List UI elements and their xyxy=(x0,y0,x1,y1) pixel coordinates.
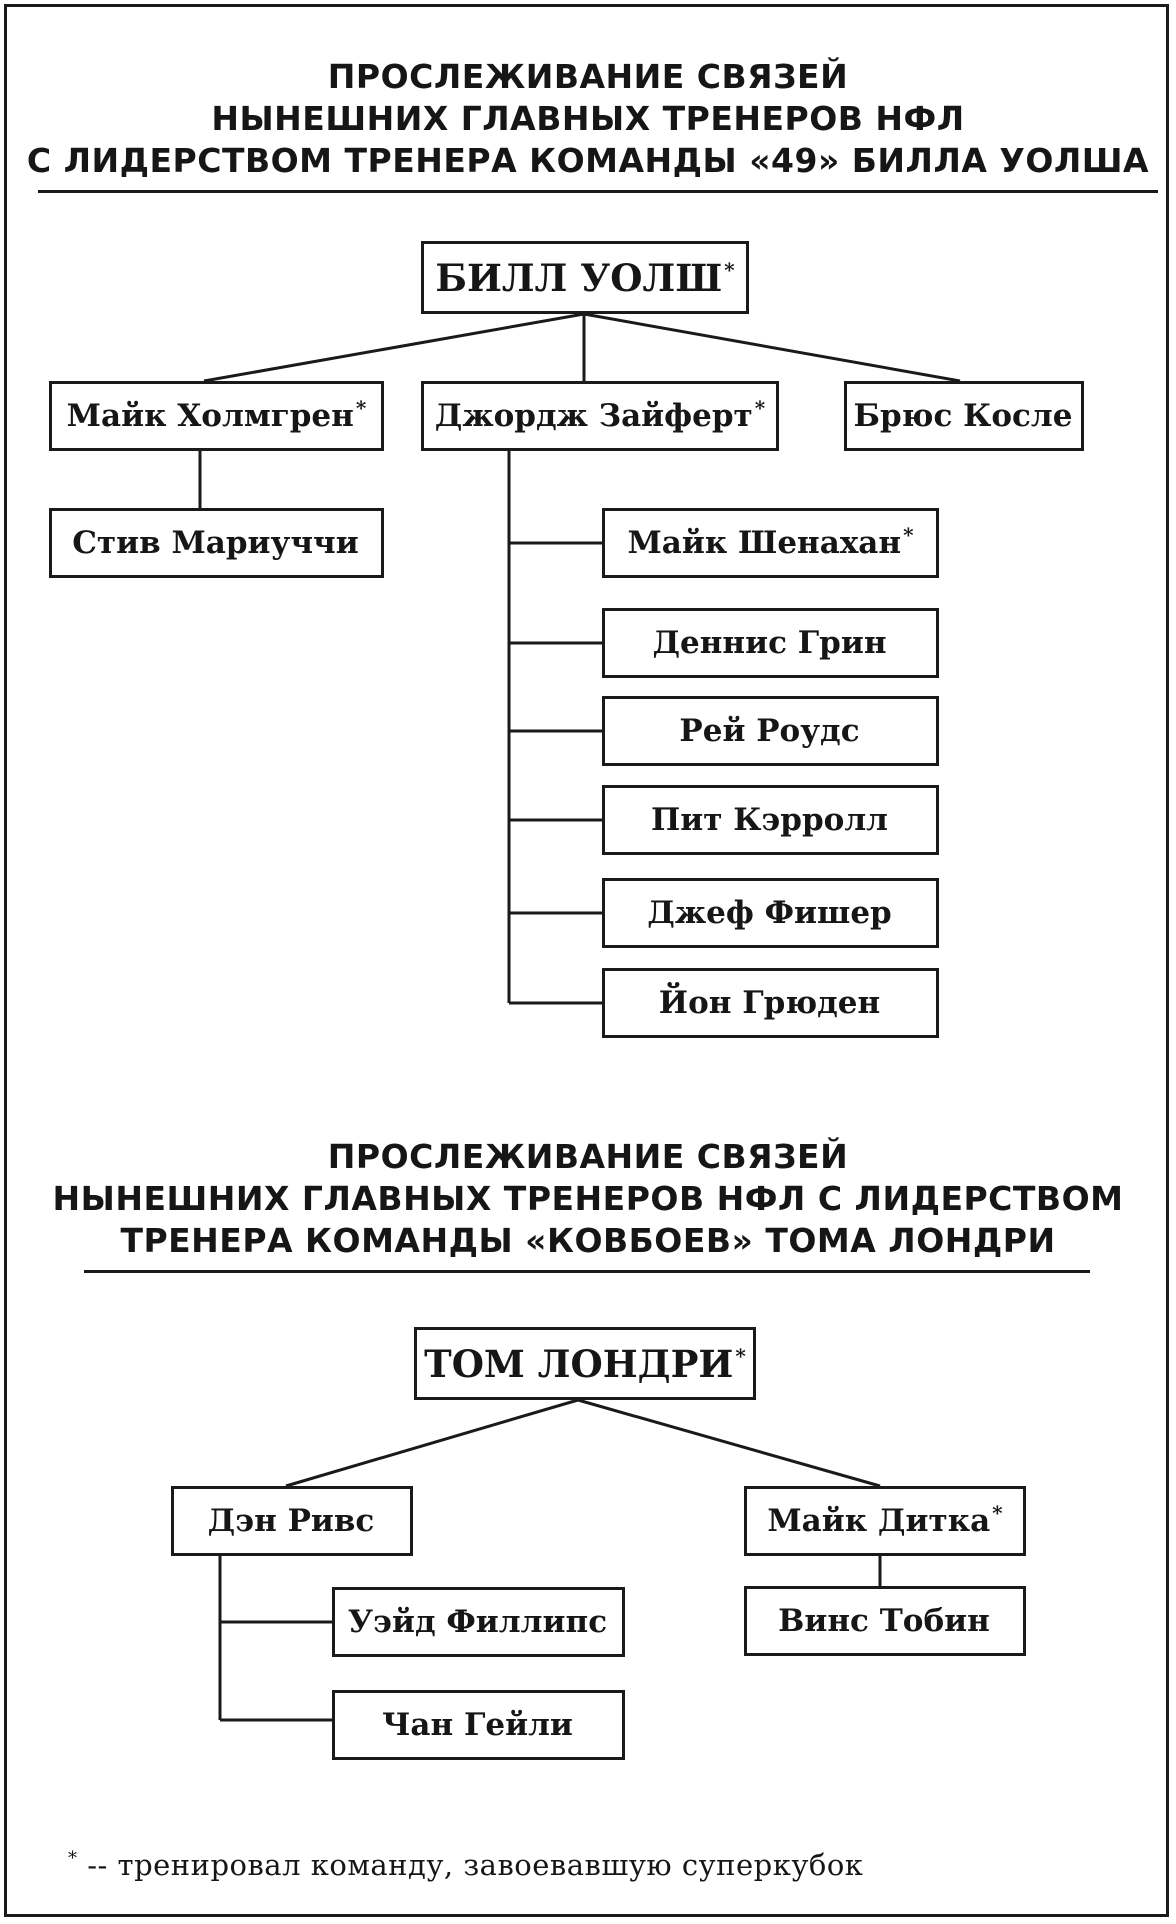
connector-landry-reeves xyxy=(285,1398,579,1488)
node-jeff-fisher: Джеф Фишер xyxy=(602,878,939,948)
title-line: ПРОСЛЕЖИВАНИЕ СВЯЗЕЙ xyxy=(327,1137,849,1176)
super-bowl-marker: * xyxy=(992,1501,1003,1525)
footnote: * -- тренировал команду, завоевавшую суп… xyxy=(68,1848,863,1882)
node-steve-mariucci: Стив Мариуччи xyxy=(49,508,384,578)
title-line: ТРЕНЕРА КОМАНДЫ «КОВБОЕВ» ТОМА ЛОНДРИ xyxy=(120,1221,1056,1260)
node-label: Дэн Ривс xyxy=(207,1503,375,1539)
node-bill-walsh: БИЛЛ УОЛШ* xyxy=(421,241,749,314)
title-line: ПРОСЛЕЖИВАНИЕ СВЯЗЕЙ xyxy=(327,57,849,96)
super-bowl-marker: * xyxy=(735,1343,746,1368)
node-mike-shanahan: Майк Шенахан* xyxy=(602,508,939,578)
node-vince-tobin: Винс Тобин xyxy=(744,1586,1026,1656)
node-label: Чан Гейли xyxy=(382,1707,573,1743)
node-label: Майк Холмгрен xyxy=(66,398,354,434)
node-dennis-green: Деннис Грин xyxy=(602,608,939,678)
node-mike-ditka: Майк Дитка* xyxy=(744,1486,1026,1556)
node-tom-landry: ТОМ ЛОНДРИ* xyxy=(414,1327,756,1400)
node-label: Йон Грюден xyxy=(658,985,881,1021)
node-wade-phillips: Уэйд Филлипс xyxy=(332,1587,625,1657)
node-label: Стив Мариуччи xyxy=(72,525,359,561)
super-bowl-marker: * xyxy=(903,523,914,547)
title-line: НЫНЕШНИХ ГЛАВНЫХ ТРЕНЕРОВ НФЛ xyxy=(211,99,965,138)
node-mike-holmgren: Майк Холмгрен* xyxy=(49,381,384,451)
node-label: Майк Шенахан xyxy=(627,525,902,561)
node-label: ТОМ ЛОНДРИ xyxy=(424,1341,734,1386)
node-label: Джордж Зайферт xyxy=(434,398,753,434)
walsh-tree-title: ПРОСЛЕЖИВАНИЕ СВЯЗЕЙ НЫНЕШНИХ ГЛАВНЫХ ТР… xyxy=(0,56,1176,182)
footnote-text: -- тренировал команду, завоевавшую супер… xyxy=(77,1848,864,1882)
node-george-seifert: Джордж Зайферт* xyxy=(421,381,779,451)
node-ray-rhodes: Рей Роудс xyxy=(602,696,939,766)
node-label: Уэйд Филлипс xyxy=(347,1604,608,1640)
super-bowl-marker: * xyxy=(724,257,735,282)
node-bruce-coslet: Брюс Косле xyxy=(844,381,1084,451)
node-label: Брюс Косле xyxy=(853,398,1073,434)
node-label: Деннис Грин xyxy=(652,625,887,661)
node-label: БИЛЛ УОЛШ xyxy=(435,255,723,300)
title-underline xyxy=(38,190,1158,193)
landry-tree-title: ПРОСЛЕЖИВАНИЕ СВЯЗЕЙ НЫНЕШНИХ ГЛАВНЫХ ТР… xyxy=(0,1136,1176,1262)
title-underline xyxy=(84,1270,1090,1273)
node-label: Винс Тобин xyxy=(778,1603,990,1639)
node-label: Пит Кэрролл xyxy=(650,802,889,838)
node-dan-reeves: Дэн Ривс xyxy=(171,1486,413,1556)
node-label: Джеф Фишер xyxy=(647,895,892,931)
connector-landry-ditka xyxy=(577,1398,881,1488)
node-label: Рей Роудс xyxy=(679,713,860,749)
connector-walsh-holmgren xyxy=(203,312,585,383)
title-line: С ЛИДЕРСТВОМ ТРЕНЕРА КОМАНДЫ «49» БИЛЛА … xyxy=(26,141,1150,180)
node-label: Майк Дитка xyxy=(767,1503,991,1539)
super-bowl-marker: * xyxy=(754,396,766,420)
node-pete-carroll: Пит Кэрролл xyxy=(602,785,939,855)
title-line: НЫНЕШНИХ ГЛАВНЫХ ТРЕНЕРОВ НФЛ С ЛИДЕРСТВ… xyxy=(52,1179,1124,1218)
super-bowl-marker: * xyxy=(355,396,367,420)
connector-walsh-coslet xyxy=(583,312,961,383)
node-chan-gailey: Чан Гейли xyxy=(332,1690,625,1760)
footnote-marker: * xyxy=(68,1848,78,1869)
node-jon-gruden: Йон Грюден xyxy=(602,968,939,1038)
